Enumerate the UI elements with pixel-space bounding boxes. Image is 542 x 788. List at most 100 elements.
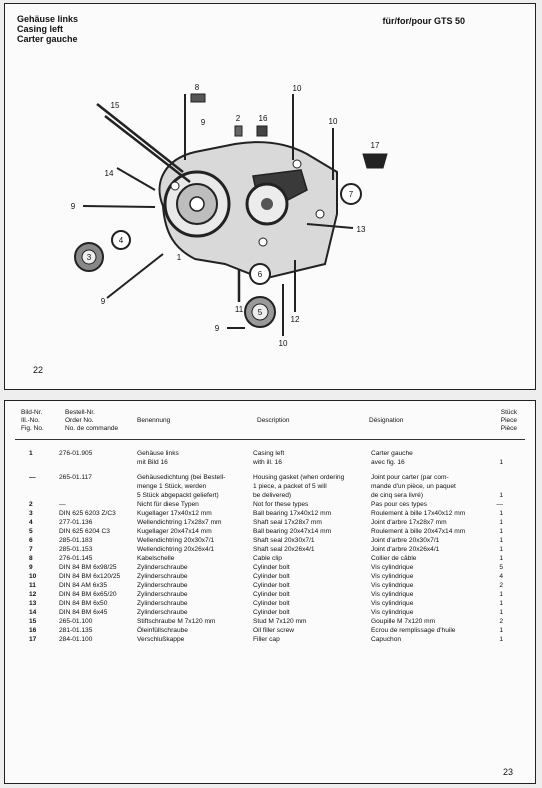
bolt-hole bbox=[292, 159, 302, 169]
cell-quantity: 4 bbox=[499, 573, 503, 580]
cell-benennung: Verschlußkappe bbox=[137, 636, 185, 643]
header-text: Order No. bbox=[65, 417, 94, 424]
cell-quantity: 1 bbox=[499, 600, 503, 607]
bolt-hole bbox=[315, 209, 325, 219]
header-text: Bestell-Nr. bbox=[65, 409, 95, 416]
callout-label: 6 bbox=[258, 270, 263, 279]
filler-screw-16 bbox=[256, 125, 268, 137]
cell-description: Not for these types bbox=[253, 501, 309, 508]
callout-label: 10 bbox=[279, 339, 288, 348]
cell-description: Ball bearing 17x40x12 mm bbox=[253, 510, 332, 517]
header-text: Fig. No. bbox=[21, 425, 44, 432]
callout-label: 14 bbox=[105, 169, 114, 178]
cell-benennung: Zylinderschraube bbox=[137, 582, 188, 589]
cell-designation: mande d'un pièce, un paquet bbox=[371, 483, 456, 490]
cell-designation: de cinq sera livré) bbox=[371, 492, 424, 499]
seal-4 bbox=[111, 230, 131, 250]
callout-label: 4 bbox=[119, 236, 124, 245]
cell-description: Casing left bbox=[253, 450, 285, 457]
cell-fig-no: 12 bbox=[29, 591, 37, 598]
parts-diagram-page: Gehäuse links Casing left Carter gauche … bbox=[4, 3, 536, 390]
callout-label: 2 bbox=[236, 114, 241, 123]
header-text: No. de commande bbox=[65, 425, 119, 432]
cell-order-no: 285-01.183 bbox=[59, 537, 93, 544]
cell-description: Stud M 7x120 mm bbox=[253, 618, 307, 625]
cell-description: Ball bearing 20x47x14 mm bbox=[253, 528, 332, 535]
cell-designation: Vis cylindrique bbox=[371, 573, 414, 580]
cell-designation: Vis cylindrique bbox=[371, 591, 414, 598]
cell-description: Shaft seal 17x28x7 mm bbox=[253, 519, 322, 526]
cell-order-no: 277-01.136 bbox=[59, 519, 93, 526]
callout-label: 9 bbox=[215, 324, 220, 333]
callout-label: 7 bbox=[349, 190, 354, 199]
cell-order-no: DIN 84 BM 6x98/25 bbox=[59, 564, 117, 571]
header-text: Piece bbox=[500, 417, 517, 424]
part-2 bbox=[234, 125, 243, 137]
cell-order-no: 284-01.100 bbox=[59, 636, 93, 643]
cell-quantity: — bbox=[496, 501, 503, 508]
cell-description: Cylinder bolt bbox=[253, 573, 290, 580]
callout-label: 17 bbox=[371, 141, 380, 150]
cell-benennung: Kugellager 20x47x14 mm bbox=[137, 528, 212, 535]
cell-order-no: 265-01.117 bbox=[59, 474, 92, 481]
header-qty: Stück Piece Pièce bbox=[501, 409, 517, 433]
callout-label: 11 bbox=[235, 305, 244, 314]
cell-fig-no: 16 bbox=[29, 627, 37, 634]
cell-fig-no: 8 bbox=[29, 555, 33, 562]
cell-fig-no: 7 bbox=[29, 546, 33, 553]
page-number: 23 bbox=[502, 767, 513, 777]
cell-fig-no: 9 bbox=[29, 564, 33, 571]
table-row: 3 DIN 625 6203 Z/C3 Kugellager 17x40x12 mm… bbox=[5, 509, 535, 518]
title-de: Gehäuse links bbox=[17, 14, 79, 24]
cell-benennung: Kugellager 17x40x12 mm bbox=[137, 510, 212, 517]
cell-quantity: 1 bbox=[499, 546, 503, 553]
bearing-5-inner bbox=[251, 303, 269, 321]
page-number: 22 bbox=[33, 365, 44, 375]
bolt-9 bbox=[82, 205, 156, 208]
cell-order-no: — bbox=[59, 501, 66, 508]
cell-order-no: DIN 625 6204 C3 bbox=[59, 528, 110, 535]
output-bore-center bbox=[261, 198, 273, 210]
cell-fig-no: 10 bbox=[29, 573, 37, 580]
callout-label: 16 bbox=[259, 114, 268, 123]
cell-benennung: Zylinderschraube bbox=[137, 609, 188, 616]
cell-designation: Roulement à bille 20x47x14 mm bbox=[371, 528, 466, 535]
cell-benennung: 5 Stück abgepackt geliefert) bbox=[137, 492, 219, 499]
callout-label: 3 bbox=[87, 253, 92, 262]
cell-benennung: Wellendichtring 20x30x7/1 bbox=[137, 537, 215, 544]
cell-designation: Joint d'arbre 20x26x4/1 bbox=[371, 546, 440, 553]
cell-fig-no: 5 bbox=[29, 528, 33, 535]
callout-label: 9 bbox=[201, 118, 206, 127]
cell-benennung: Zylinderschraube bbox=[137, 573, 188, 580]
header-order-no: Bestell-Nr. Order No. No. de commande bbox=[65, 409, 118, 433]
cell-designation: Roulement à bille 17x40x12 mm bbox=[371, 510, 466, 517]
cell-fig-no: 13 bbox=[29, 600, 37, 607]
bolt-9 bbox=[106, 253, 164, 299]
cell-fig-no: 15 bbox=[29, 618, 37, 625]
cell-benennung: Stiftschraube M 7x120 mm bbox=[137, 618, 216, 625]
cell-fig-no: 3 bbox=[29, 510, 33, 517]
parts-list-page: Bild-Nr. Ill.-No. Fig. No. Bestell-Nr. O… bbox=[4, 400, 536, 784]
cell-benennung: menge 1 Stück, werden bbox=[137, 483, 207, 490]
cell-quantity: 2 bbox=[499, 618, 503, 625]
cell-designation: Vis cylindrique bbox=[371, 609, 414, 616]
cell-designation: Collier de câble bbox=[371, 555, 417, 562]
cell-benennung: Wellendichtring 20x26x4/1 bbox=[137, 546, 215, 553]
seal-7 bbox=[340, 183, 362, 205]
cell-designation: Capuchon bbox=[371, 636, 402, 643]
header-benennung: Benennung bbox=[137, 417, 171, 424]
cell-order-no: DIN 625 6203 Z/C3 bbox=[59, 510, 116, 517]
cell-description: Cylinder bolt bbox=[253, 564, 290, 571]
header-fig-no: Bild-Nr. Ill.-No. Fig. No. bbox=[21, 409, 44, 433]
stud-15 bbox=[104, 115, 191, 183]
